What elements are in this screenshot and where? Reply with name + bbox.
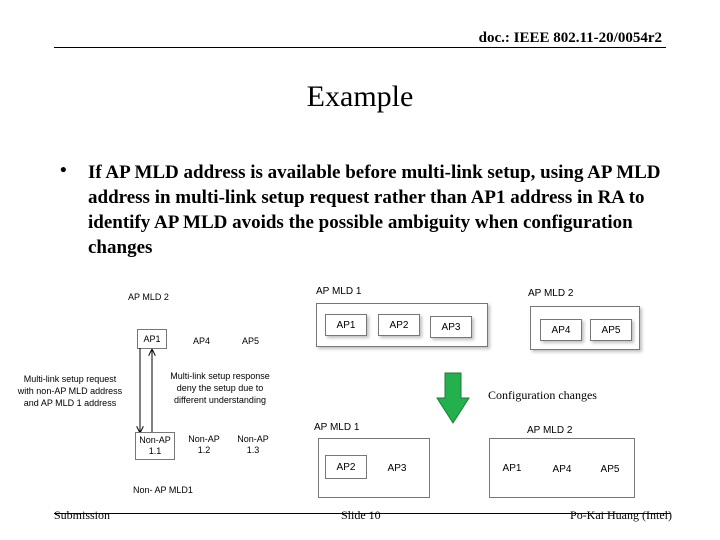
before-mld2-label: AP MLD 2	[528, 288, 574, 299]
bullet-marker: •	[60, 160, 67, 181]
before-mld2-box: AP4 AP5	[530, 306, 640, 350]
non-ap-1-3: Non-AP 1.3	[237, 434, 269, 455]
after-ap3: AP3	[387, 462, 407, 474]
left-ap5: AP5	[242, 336, 260, 346]
after-mld1-box: AP2 AP3	[318, 438, 430, 498]
footer-submission: Submission	[54, 508, 111, 522]
before-ap3: AP3	[430, 316, 472, 338]
left-ap4: AP4	[193, 336, 211, 346]
after-mld1-label: AP MLD 1	[314, 422, 360, 433]
after-mld2-label: AP MLD 2	[527, 425, 573, 436]
before-mld1-box: AP1 AP2 AP3	[316, 303, 488, 347]
after-mld2-box: AP1 AP4 AP5	[489, 438, 635, 498]
slide-title: Example	[306, 80, 414, 113]
setup-arrows	[130, 348, 180, 440]
after-ap2: AP2	[325, 455, 367, 479]
bullet-text: If AP MLD address is available before mu…	[88, 162, 661, 258]
non-ap-mld-label: Non- AP MLD1	[133, 485, 193, 495]
before-mld1-label: AP MLD 1	[316, 286, 362, 297]
left-mld-label: AP MLD 2	[128, 292, 169, 302]
before-ap1: AP1	[325, 314, 367, 336]
configuration-change-label: Configuration changes	[488, 388, 597, 402]
before-ap2: AP2	[378, 314, 420, 336]
after-ap5: AP5	[600, 463, 620, 475]
document-id: doc.: IEEE 802.11-20/0054r2	[478, 30, 662, 46]
footer-slide-number: Slide 10	[341, 508, 381, 522]
footer-author: Po-Kai Huang (Intel)	[570, 508, 672, 522]
left-ap1: AP1	[137, 329, 167, 349]
non-ap-1-2: Non-AP 1.2	[188, 434, 220, 455]
header-divider	[54, 47, 666, 48]
request-label: Multi-link setup request with non-AP MLD…	[17, 374, 123, 408]
footer-divider	[54, 513, 670, 514]
before-ap4: AP4	[540, 319, 582, 341]
before-ap5: AP5	[590, 319, 632, 341]
after-ap4: AP4	[552, 463, 572, 475]
after-ap1: AP1	[502, 462, 522, 474]
change-arrow-icon	[436, 372, 470, 424]
non-ap-1-1: Non-AP 1.1	[135, 432, 175, 460]
response-label: Multi-link setup response deny the setup…	[170, 371, 270, 405]
